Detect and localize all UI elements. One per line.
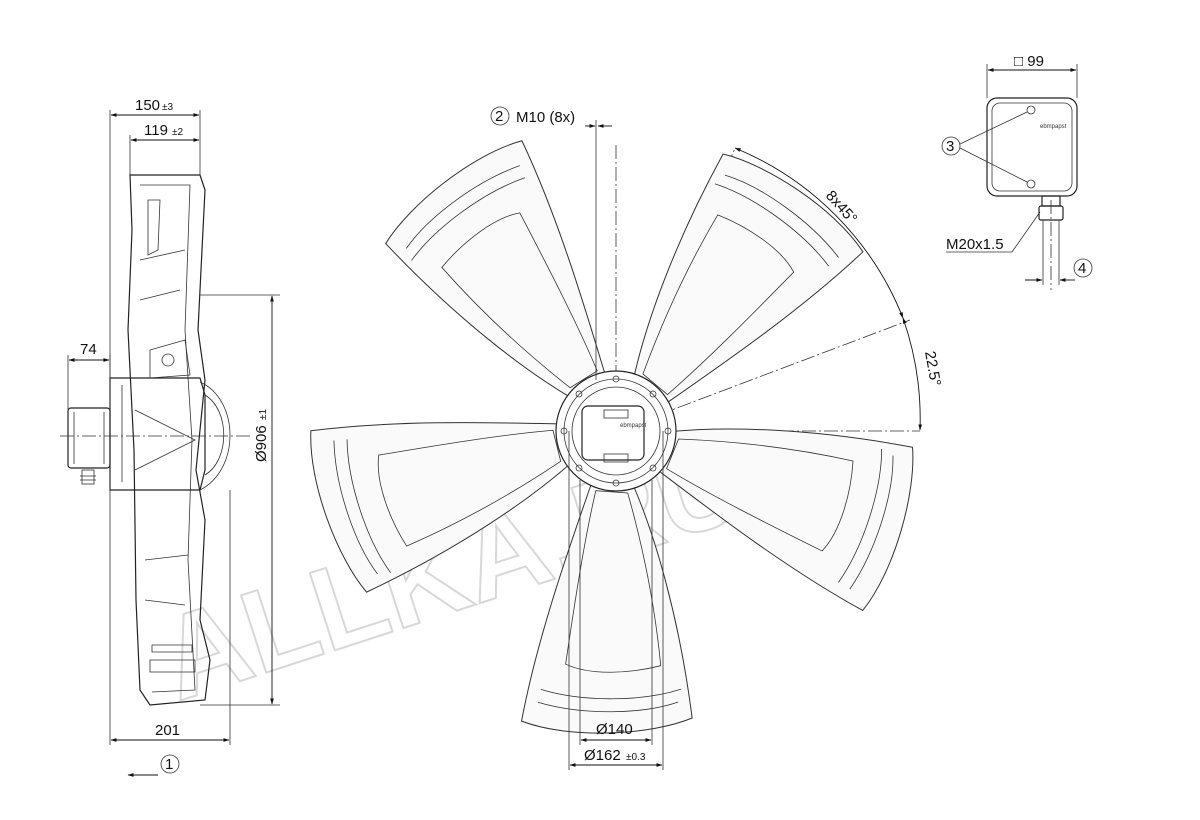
callout-1: 1 bbox=[165, 756, 173, 773]
side-dimensions: 150 ±3 119 ±2 74 201 Ø906 ±1 1 bbox=[67, 97, 280, 777]
dim-terminal-offset: 74 bbox=[80, 341, 97, 358]
terminal-box-detail: ebmpapst □ 99 3 M20x1.5 4 bbox=[941, 53, 1093, 290]
dim-diameter: Ø906 bbox=[253, 425, 270, 462]
dim-box-size: □ 99 bbox=[1014, 53, 1044, 70]
gland-thread: M20x1.5 bbox=[946, 236, 1004, 253]
dim-diameter-tol: ±1 bbox=[258, 409, 269, 420]
dim-angle-offset: 22.5° bbox=[921, 350, 944, 388]
dim-bolt-circle: Ø140 bbox=[596, 721, 633, 738]
dim-hub-circle-tol: ±0.3 bbox=[626, 752, 646, 763]
hub-bolts bbox=[560, 375, 672, 487]
thread-note: M10 (8x) bbox=[516, 109, 575, 126]
dim-depth-2: 119 bbox=[144, 122, 168, 139]
dim-base-width: 201 bbox=[155, 722, 180, 739]
dim-overall-depth-tol: ±3 bbox=[162, 102, 173, 113]
hub-logo: ebmpapst bbox=[620, 423, 647, 429]
front-view: ebmpapst 8x45° 22.5° 2 M10 (8x) Ø140 Ø16… bbox=[310, 106, 944, 770]
blade-5 bbox=[310, 422, 572, 593]
callout-4: 4 bbox=[1078, 260, 1086, 277]
dim-overall-depth: 150 bbox=[135, 97, 160, 114]
callout-3: 3 bbox=[946, 138, 954, 155]
blade-3 bbox=[655, 428, 914, 612]
blade-1 bbox=[385, 140, 607, 399]
dim-hub-circle: Ø162 bbox=[584, 747, 621, 764]
dim-depth-2-tol: ±2 bbox=[172, 127, 183, 138]
callout-2: 2 bbox=[495, 108, 503, 125]
blade-4 bbox=[520, 479, 693, 734]
box-logo: ebmpapst bbox=[1040, 124, 1067, 130]
